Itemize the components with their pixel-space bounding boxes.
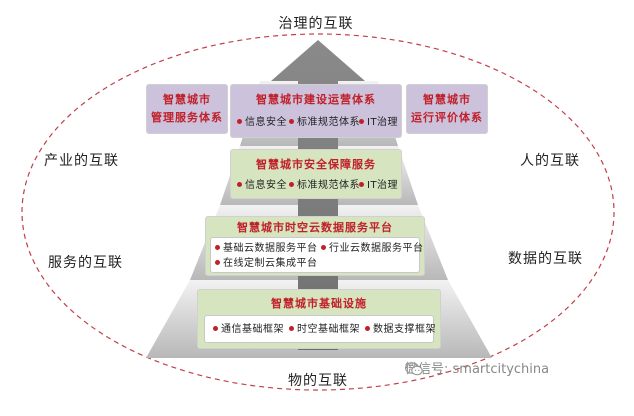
management-box-title-line1: 智慧城市 xyxy=(163,93,211,106)
wechat-watermark: 微信号: smartcitychina xyxy=(405,362,549,378)
label-data-interconnection: 数据的互联 xyxy=(508,251,583,267)
construction-item-it-governance: IT治理 xyxy=(359,116,398,129)
infrastructure-inner-panel: 通信基础框架 时空基础框架 数据支撑框架 xyxy=(204,315,436,343)
platform-item-basic-cloud: 基础云数据服务平台 xyxy=(215,242,318,255)
label-governance-interconnection: 治理的互联 xyxy=(278,16,354,32)
wechat-icon xyxy=(405,362,423,376)
platform-box-title: 智慧城市时空云数据服务平台 xyxy=(237,221,393,234)
security-box-title: 智慧城市安全保障服务 xyxy=(256,158,376,171)
security-service-box: 智慧城市安全保障服务 信息安全 标准规范体系 IT治理 xyxy=(230,149,402,199)
platform-item-industry-cloud: 行业云数据服务平台 xyxy=(321,242,424,255)
platform-inner-panel: 基础云数据服务平台 行业云数据服务平台 在线定制云集成平台 xyxy=(210,237,423,273)
infrastructure-item-communication: 通信基础框架 xyxy=(213,323,284,336)
evaluation-box-title-line1: 智慧城市 xyxy=(423,93,471,106)
infrastructure-box: 智慧城市基础设施 通信基础框架 时空基础框架 数据支撑框架 xyxy=(197,289,441,349)
outer-dashed-ellipse xyxy=(21,33,615,391)
construction-item-info-security: 信息安全 xyxy=(237,116,287,129)
spatiotemporal-platform-box: 智慧城市时空云数据服务平台 基础云数据服务平台 行业云数据服务平台 在线定制云集… xyxy=(205,216,425,276)
label-service-interconnection: 服务的互联 xyxy=(48,255,123,271)
label-people-interconnection: 人的互联 xyxy=(520,153,580,169)
security-item-info-security: 信息安全 xyxy=(237,179,287,192)
management-service-system-box: 智慧城市 管理服务体系 xyxy=(146,84,228,134)
construction-box-title: 智慧城市建设运营体系 xyxy=(256,93,376,106)
evaluation-system-box: 智慧城市 运行评价体系 xyxy=(406,84,488,134)
construction-operation-system-box: 智慧城市建设运营体系 信息安全 标准规范体系 IT治理 xyxy=(230,84,402,138)
label-industry-interconnection: 产业的互联 xyxy=(44,153,119,169)
security-item-it-governance: IT治理 xyxy=(359,179,398,192)
evaluation-box-title-line2: 运行评价体系 xyxy=(411,111,483,124)
watermark-text: 微信号: smartcitychina xyxy=(405,362,550,377)
management-box-title-line2: 管理服务体系 xyxy=(151,111,223,124)
infrastructure-box-title: 智慧城市基础设施 xyxy=(271,297,367,310)
construction-item-standards: 标准规范体系 xyxy=(289,116,360,129)
infrastructure-item-spatiotemporal: 时空基础框架 xyxy=(289,323,360,336)
security-item-standards: 标准规范体系 xyxy=(289,179,360,192)
infrastructure-item-data-support: 数据支撑框架 xyxy=(365,323,436,336)
platform-item-custom-integration: 在线定制云集成平台 xyxy=(215,257,318,270)
label-things-interconnection: 物的互联 xyxy=(288,373,348,389)
